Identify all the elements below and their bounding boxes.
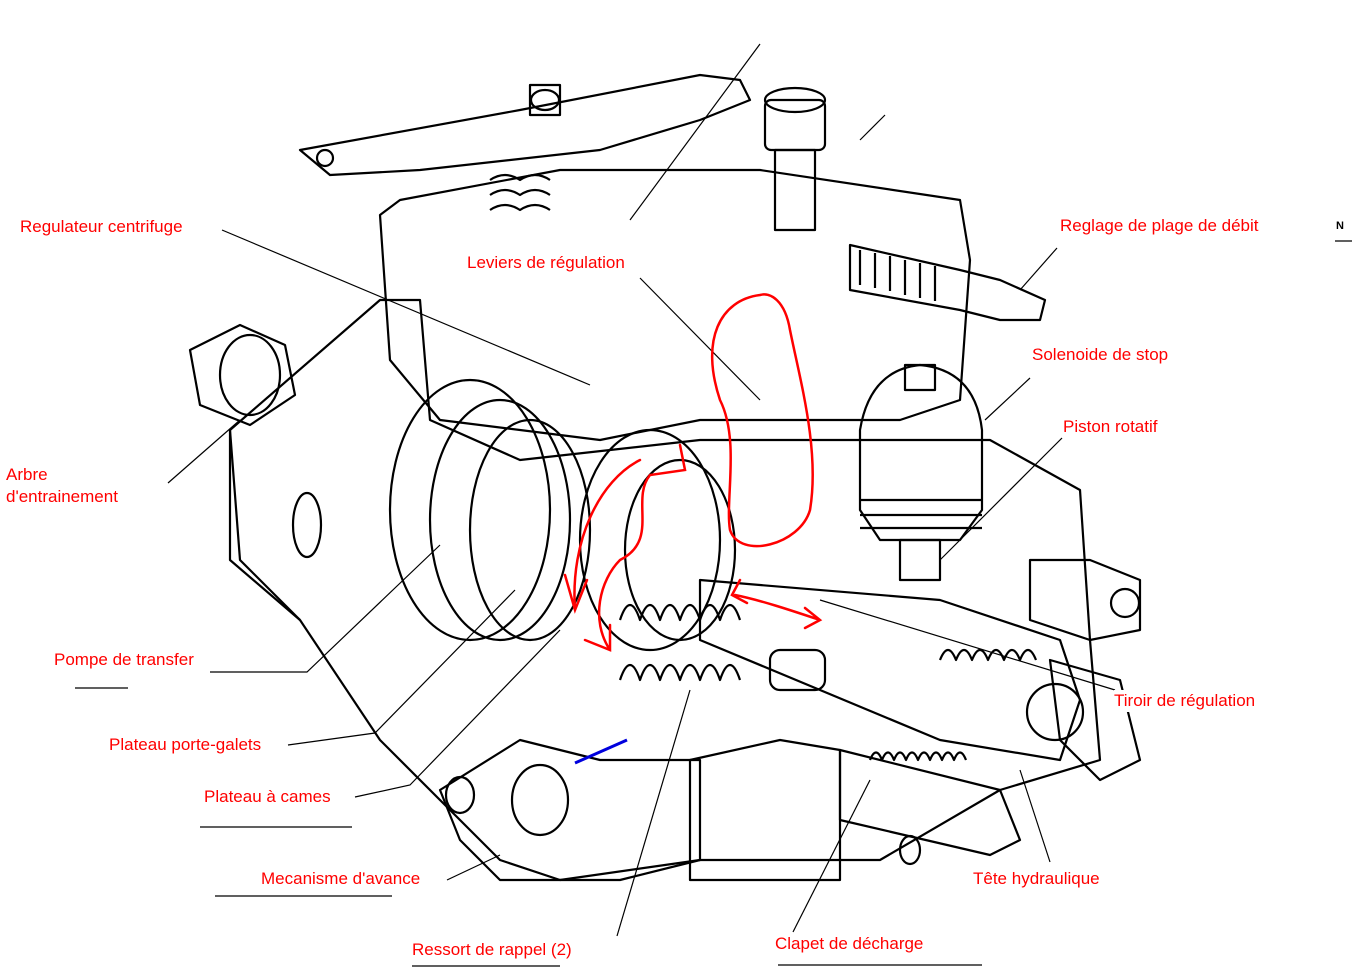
label-arbre: Arbre bbox=[6, 465, 48, 484]
label-pompe-de-transfer: Pompe de transfer bbox=[54, 650, 194, 669]
leader-lines bbox=[75, 43, 1352, 967]
leader-plateau-galets bbox=[287, 589, 516, 746]
label-tete-hydraulique: Tête hydraulique bbox=[973, 869, 1100, 888]
leader-reglage bbox=[1019, 247, 1058, 291]
label-tiroir-de-regulation: Tiroir de régulation bbox=[1114, 690, 1256, 712]
page-mark: N bbox=[1336, 220, 1344, 232]
leader-piston bbox=[939, 437, 1063, 561]
label-plateau-a-cames: Plateau à cames bbox=[204, 787, 331, 806]
label-clapet-de-decharge: Clapet de décharge bbox=[775, 934, 924, 953]
leader-arbre bbox=[167, 419, 241, 484]
double-arrow bbox=[730, 578, 823, 630]
leader-regulateur bbox=[221, 229, 591, 386]
leader-top bbox=[629, 43, 761, 221]
label-regulateur-centrifuge: Regulateur centrifuge bbox=[20, 217, 183, 236]
leader-tete bbox=[1019, 769, 1051, 863]
blue-annotation bbox=[574, 738, 628, 765]
leader-leviers bbox=[639, 277, 761, 401]
label-solenoide-de-stop: Solenoide de stop bbox=[1032, 345, 1169, 364]
label-leviers-de-regulation: Leviers de régulation bbox=[467, 252, 625, 274]
leader-solenoide bbox=[984, 377, 1031, 421]
red-annotations bbox=[563, 293, 823, 652]
label-reglage-de-plage: Reglage de plage de débit bbox=[1060, 216, 1259, 235]
arrow-wave bbox=[583, 443, 687, 652]
leader-pompe bbox=[210, 544, 441, 673]
leader-clapet bbox=[792, 779, 871, 933]
label-ressort-de-rappel: Ressort de rappel (2) bbox=[412, 940, 572, 959]
leader-top-right bbox=[859, 114, 886, 141]
pump-body bbox=[188, 73, 1142, 882]
leader-tiroir bbox=[819, 599, 1116, 691]
leader-mecanisme bbox=[446, 854, 501, 881]
arrow-down-left bbox=[563, 458, 642, 614]
label-plateau-porte-galets: Plateau porte-galets bbox=[109, 735, 262, 754]
label-mecanisme-d-avance: Mecanisme d'avance bbox=[261, 869, 421, 888]
leader-plateau-cames bbox=[354, 629, 561, 798]
label-piston-rotatif: Piston rotatif bbox=[1063, 417, 1158, 436]
highlight-circle bbox=[711, 293, 814, 548]
label-entrainement: d'entrainement bbox=[6, 487, 118, 506]
leader-ressort bbox=[616, 689, 691, 937]
